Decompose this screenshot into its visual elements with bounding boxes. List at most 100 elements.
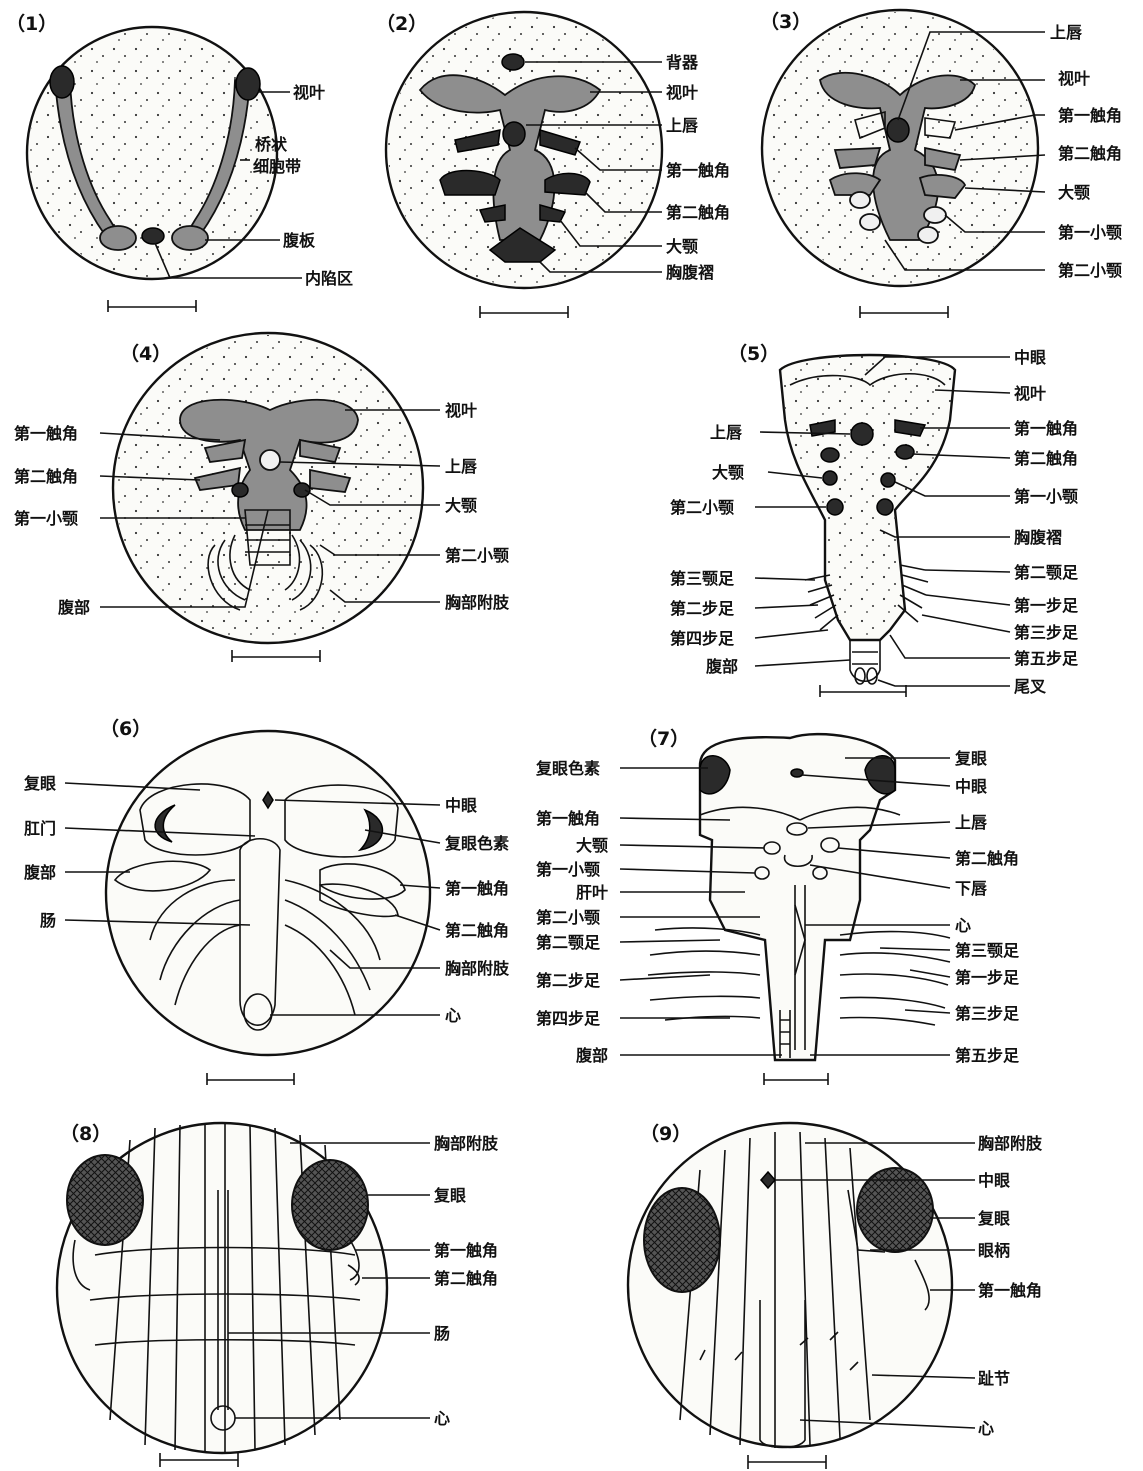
label-median-eye: 中眼 — [978, 1171, 1010, 1190]
label-dorsal-organ: 背器 — [666, 53, 699, 72]
label-labrum: 上唇 — [1050, 23, 1082, 42]
label-heart: 心 — [978, 1419, 994, 1438]
label-maxilla-1: 第一小颚 — [1058, 223, 1122, 242]
label-maxilla-2: 第二小颚 — [445, 546, 509, 565]
label-pereiopod-1: 第一步足 — [1014, 596, 1079, 615]
compound-eye — [292, 1160, 368, 1250]
maxilla-2-right — [918, 227, 938, 243]
optic-lobe-left — [50, 66, 74, 98]
label-abdomen: 腹部 — [24, 863, 56, 882]
labrum — [260, 450, 280, 470]
label-mandible: 大颚 — [576, 836, 608, 855]
label-heart: 心 — [445, 1006, 461, 1025]
label-thoracoabdominal-fold: 胸腹褶 — [666, 263, 714, 282]
label-antenna-1: 第一触角 — [445, 879, 509, 898]
leader-line — [755, 660, 850, 666]
label-antenna-1: 第一触角 — [536, 809, 600, 828]
label-thoracic-limbs: 胸部附肢 — [434, 1134, 499, 1153]
label-pereiopod-1: 第一步足 — [955, 968, 1020, 987]
body-texture — [780, 355, 955, 640]
label-thoracoabdominal-fold: 胸腹褶 — [1014, 528, 1062, 547]
label-optic-lobe: 视叶 — [1058, 69, 1090, 88]
invagination-area — [142, 228, 164, 244]
panel-8: （8） 胸部附肢 复眼 第一触角 第二触角 肠 心 — [57, 1122, 499, 1467]
label-maxilliped-3: 第三颚足 — [955, 941, 1020, 960]
labrum — [851, 423, 873, 445]
labrum — [503, 122, 525, 146]
label-thoracic-limbs: 胸部附肢 — [445, 593, 510, 612]
label-pereiopod-2: 第二步足 — [536, 971, 601, 990]
label-compound-eye: 复眼 — [954, 749, 987, 768]
leader-line — [926, 595, 1010, 605]
leader-line — [755, 578, 815, 580]
label-antenna-2: 第二触角 — [1014, 449, 1078, 468]
mandible — [823, 471, 837, 485]
leader-line — [925, 570, 1010, 572]
antenna-2-right — [896, 445, 914, 459]
label-anus: 肛门 — [24, 819, 56, 838]
maxilla-2-left — [827, 499, 843, 515]
leader-line — [880, 948, 950, 950]
label-maxilliped-2: 第二颚足 — [536, 933, 601, 952]
label-maxilla-1: 第一小颚 — [1014, 487, 1078, 506]
maxilla-1 — [881, 473, 895, 487]
label-antenna-2: 第二触角 — [666, 203, 730, 222]
leader-line — [880, 530, 1010, 537]
leader-line — [878, 680, 1010, 686]
label-pereiopod-4: 第四步足 — [536, 1009, 601, 1028]
leader-line — [620, 975, 710, 980]
label-pereiopod-4: 第四步足 — [670, 629, 735, 648]
label-lower-lip: 下唇 — [955, 879, 987, 898]
label-ventral-plate: 腹板 — [283, 231, 316, 250]
maxilla-2-left — [860, 214, 880, 230]
panel-number: （4） — [120, 342, 171, 365]
panel-1: （1） 视叶 桥状 细胞带 腹板 内陷区 — [6, 12, 353, 312]
maxilla-2-right — [877, 499, 893, 515]
ventral-plate-left — [100, 226, 136, 250]
panel-7: （7） — [535, 727, 1020, 1085]
leader-line — [620, 940, 720, 942]
mandible-left — [232, 483, 248, 497]
label-antenna-2: 第二触角 — [955, 849, 1019, 868]
label-median-eye: 中眼 — [445, 796, 477, 815]
embryo-outline — [106, 731, 430, 1055]
mandible-left — [830, 173, 880, 195]
panel-number: （6） — [100, 717, 151, 740]
right-appendages — [840, 932, 950, 1025]
label-maxilla-1: 第一小颚 — [14, 509, 78, 528]
panel-6: （6） 复眼 中眼 肛门 复眼色素 腹部 第一触角 肠 第二触角 胸 — [23, 717, 510, 1085]
label-eye-pigment: 复眼色素 — [444, 834, 509, 853]
median-eye — [791, 769, 803, 777]
label-compound-eye: 复眼 — [433, 1186, 466, 1205]
panel-number: （9） — [640, 1122, 691, 1145]
antenna-2-left — [835, 148, 880, 168]
label-thoracic-limbs: 胸部附肢 — [978, 1134, 1043, 1153]
label-eye-pigment: 复眼色素 — [535, 759, 600, 778]
antenna-2-left — [821, 448, 839, 462]
compound-eye-left — [67, 1155, 143, 1245]
label-intestine: 肠 — [40, 911, 56, 930]
label-intestine: 肠 — [434, 1324, 450, 1343]
ventral-plate — [172, 226, 208, 250]
label-thoracic-limbs: 胸部附肢 — [445, 959, 510, 978]
panel-9: （9） 胸部附肢 中眼 复眼 眼柄 第一触角 趾节 心 — [628, 1122, 1043, 1469]
label-optic-lobe: 视叶 — [666, 83, 698, 102]
label-labrum: 上唇 — [710, 423, 742, 442]
panel-4: （4） 视叶 第一触角 上唇 第二触角 大颚 第一小颚 第二小颚 腹部 胸部附 — [14, 333, 510, 662]
label-mandible: 大颚 — [1058, 183, 1090, 202]
label-furca: 尾叉 — [1014, 677, 1047, 696]
label-mandible: 大颚 — [666, 237, 698, 256]
larva-body — [700, 734, 895, 1060]
label-labrum: 上唇 — [666, 116, 698, 135]
label-bridge-band-1: 桥状 — [255, 135, 288, 154]
panel-number: （8） — [60, 1122, 111, 1145]
dorsal-organ — [502, 54, 524, 70]
label-maxilla-2: 第二小颚 — [536, 908, 600, 927]
panel-number: （2） — [376, 12, 427, 35]
label-antenna-1: 第一触角 — [1058, 106, 1122, 125]
label-mandible: 大颚 — [712, 463, 744, 482]
label-heart: 心 — [955, 916, 971, 935]
label-mandible: 大颚 — [445, 496, 477, 515]
optic-lobe-right — [236, 68, 260, 100]
